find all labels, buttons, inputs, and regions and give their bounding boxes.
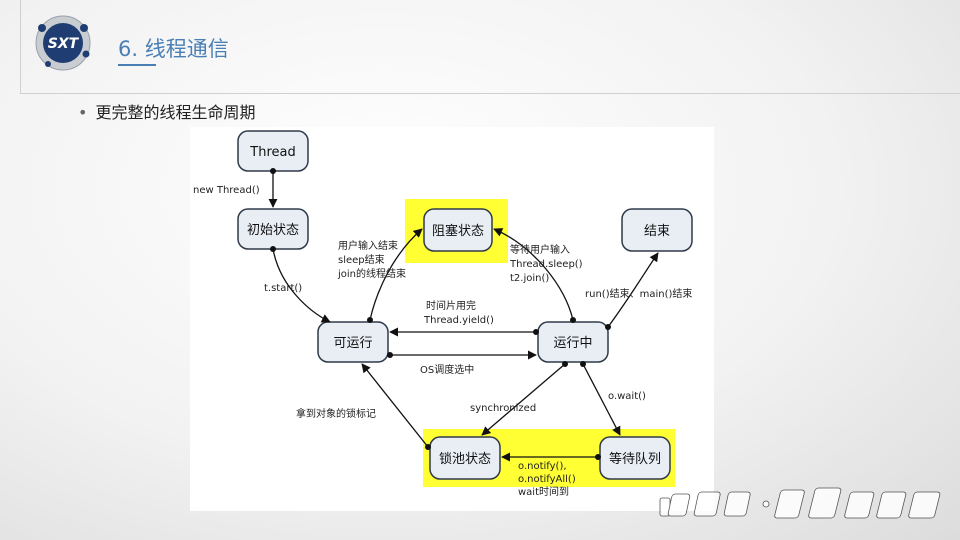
label-yield-2: Thread.yield(): [423, 315, 494, 326]
label-notify-2: o.notifyAll(): [518, 474, 576, 485]
label-notify-1: o.notify(),: [518, 461, 567, 472]
diagram-canvas: Thread 初始状态 阻塞状态 结束 可运行 运行中 锁池状态 等待队列: [193, 130, 693, 498]
label-got-lock: 拿到对象的锁标记: [296, 407, 376, 420]
label-new-thread: new Thread(): [193, 185, 260, 196]
bullet-item: • 更完整的线程生命周期: [78, 99, 255, 123]
label-to-blocked-1: 等待用户输入: [510, 243, 570, 256]
node-initial: 初始状态: [237, 208, 309, 250]
node-end: 结束: [621, 208, 693, 252]
label-to-blocked-3: t2.join(): [510, 273, 549, 284]
title-underline: [118, 64, 156, 66]
svg-text:锁池状态: 锁池状态: [439, 451, 491, 467]
edge-wait: [582, 363, 621, 436]
node-runnable: 可运行: [317, 321, 389, 363]
svg-text:等待队列: 等待队列: [609, 451, 661, 467]
svg-text:运行中: 运行中: [553, 336, 592, 351]
edge-unblock: [369, 228, 423, 321]
label-notify-3: wait时间到: [518, 485, 569, 498]
label-run-end: run()结束、main()结束: [585, 287, 692, 300]
svg-text:初始状态: 初始状态: [247, 223, 299, 238]
edge-got-lock: [361, 363, 429, 448]
label-unblock-1: 用户输入结束: [338, 239, 398, 252]
sxt-logo-icon: SXT: [35, 15, 91, 71]
bullet-dot-icon: •: [78, 103, 88, 122]
logo-text: SXT: [48, 36, 80, 52]
label-unblock-3: join的线程结束: [337, 267, 406, 280]
node-thread: Thread: [237, 130, 309, 172]
node-blocked: 阻塞状态: [423, 208, 493, 252]
edge-start: [272, 248, 331, 323]
label-yield-1: 时间片用完: [426, 299, 476, 312]
edge-synchronized: [481, 363, 566, 436]
label-schedule: OS调度选中: [420, 363, 474, 376]
label-to-blocked-2: Thread.sleep(): [509, 259, 583, 270]
brand-watermark-logo: [659, 487, 941, 519]
svg-text:结束: 结束: [644, 224, 670, 239]
label-t-start: t.start(): [264, 283, 302, 294]
svg-text:可运行: 可运行: [333, 336, 372, 351]
slide-title: 6. 线程通信: [118, 37, 229, 61]
label-unblock-2: sleep结束: [338, 253, 385, 266]
svg-text:阻塞状态: 阻塞状态: [432, 223, 484, 239]
label-synchronized: synchronized: [470, 403, 536, 414]
node-running: 运行中: [537, 321, 609, 363]
bullet-text: 更完整的线程生命周期: [95, 103, 256, 122]
edge-to-blocked: [493, 228, 574, 321]
header-frame: [20, 0, 960, 94]
edge-run-end: [607, 252, 659, 328]
svg-text:Thread: Thread: [249, 145, 295, 160]
node-lock-pool: 锁池状态: [429, 436, 501, 480]
thread-lifecycle-diagram: Thread 初始状态 阻塞状态 结束 可运行 运行中 锁池状态 等待队列: [190, 127, 714, 511]
node-wait-queue: 等待队列: [599, 436, 671, 480]
label-o-wait: o.wait(): [608, 391, 646, 402]
